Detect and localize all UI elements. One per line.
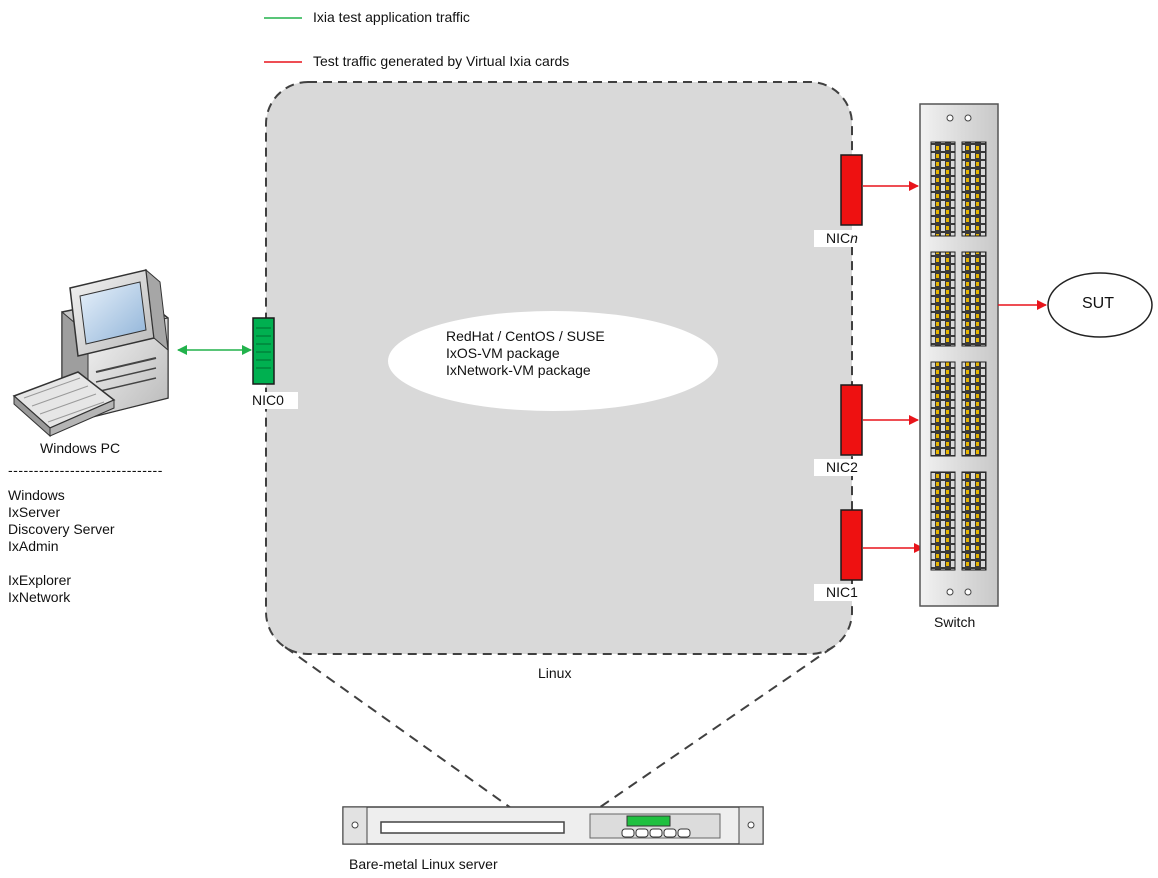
nic0-card-ports bbox=[256, 327, 271, 369]
linux-label: Linux bbox=[538, 665, 572, 681]
nicn-card bbox=[840, 154, 863, 226]
sut-label: SUT bbox=[1082, 295, 1114, 312]
nicn-label-prefix: NIC bbox=[826, 230, 851, 246]
zoom-line-left bbox=[284, 646, 533, 824]
os-distros-text: RedHat / CentOS / SUSE bbox=[446, 328, 605, 344]
software-item: IxAdmin bbox=[8, 538, 59, 554]
sut-ellipse bbox=[1047, 272, 1153, 338]
nic2-card bbox=[840, 384, 863, 456]
legend-green-label: Ixia test application traffic bbox=[313, 9, 470, 25]
nic1-label: NIC1 bbox=[814, 584, 872, 601]
software-item: Windows bbox=[8, 487, 65, 503]
nic2-label: NIC2 bbox=[814, 459, 872, 476]
zoom-line-right bbox=[576, 646, 834, 824]
switch-label: Switch bbox=[934, 614, 976, 630]
software-spacer bbox=[8, 555, 115, 572]
os-ellipse bbox=[388, 311, 718, 411]
switch-icon bbox=[919, 103, 999, 607]
ixos-package-text: IxOS-VM package bbox=[446, 345, 560, 361]
nicn-label: NICn bbox=[814, 230, 872, 247]
nic0-label: NIC0 bbox=[240, 392, 298, 409]
windows-pc-icon bbox=[12, 268, 169, 438]
software-item: IxServer bbox=[8, 504, 61, 520]
bare-metal-server-icon bbox=[342, 806, 764, 845]
server-label: Bare-metal Linux server bbox=[349, 856, 498, 872]
software-item: IxNetwork bbox=[8, 589, 71, 605]
nic1-card bbox=[840, 509, 863, 581]
legend-red-label: Test traffic generated by Virtual Ixia c… bbox=[313, 53, 570, 69]
nicn-label-suffix: n bbox=[850, 230, 858, 246]
windows-pc-software-list: Windows IxServer Discovery Server IxAdmi… bbox=[8, 487, 115, 606]
software-item: Discovery Server bbox=[8, 521, 115, 537]
windows-pc-label: Windows PC bbox=[40, 440, 121, 456]
windows-pc-divider: ------------------------------ bbox=[8, 462, 163, 478]
software-item: IxExplorer bbox=[8, 572, 72, 588]
ixnetwork-package-text: IxNetwork-VM package bbox=[446, 362, 591, 378]
